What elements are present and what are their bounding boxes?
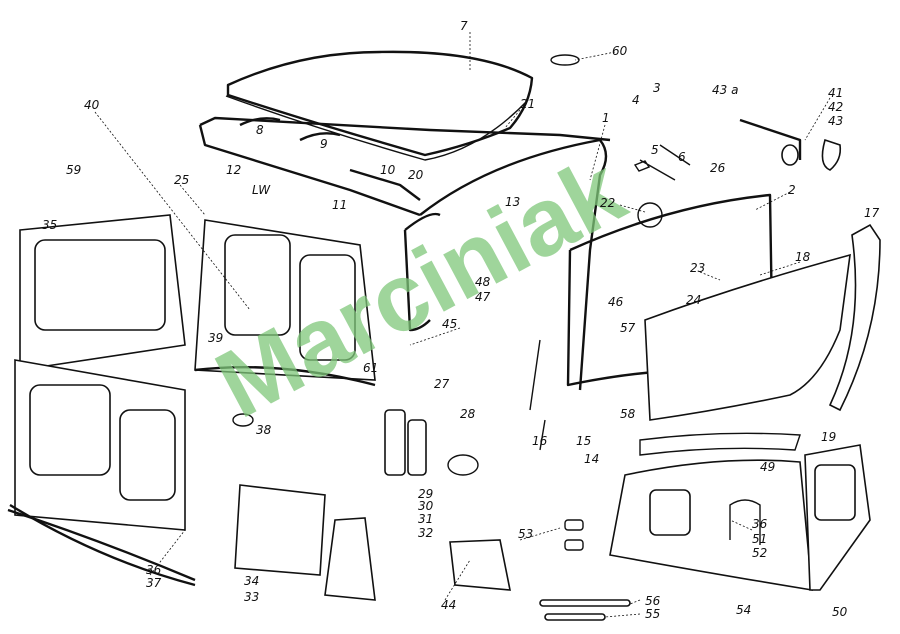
part-number-label: 56 <box>645 594 661 608</box>
part-number-label: 18 <box>795 250 811 264</box>
part-number-label: 13 <box>505 195 520 209</box>
part-number-label: 5 <box>651 143 659 157</box>
part-number-label: 61 <box>363 361 378 375</box>
part-number-label: 25 <box>174 173 189 187</box>
part-number-label: 16 <box>532 434 548 448</box>
part-number-label: 30 <box>418 499 434 513</box>
part-number-label: 46 <box>608 295 624 309</box>
part-number-label: 23 <box>690 261 705 275</box>
part-number-label: 36 <box>752 517 768 531</box>
part-number-label: 6 <box>678 150 686 164</box>
part-number-label: 21 <box>520 97 535 111</box>
seal-strip-56 <box>539 599 631 607</box>
part-number-label: 34 <box>244 574 259 588</box>
glass-pane-44 <box>449 539 511 591</box>
part-number-label: 2 <box>788 183 796 197</box>
part-number-label: 47 <box>475 290 491 304</box>
part-number-label: 45 <box>442 317 457 331</box>
roof-frame <box>198 116 611 217</box>
part-number-label: 36 <box>146 563 162 577</box>
glass-pane-34 <box>234 484 326 576</box>
part-number-label: 7 <box>460 19 468 33</box>
part-number-label: 39 <box>208 331 223 345</box>
part-number-label: 33 <box>244 590 259 604</box>
part-number-label: 53 <box>518 527 533 541</box>
part-number-label: 27 <box>434 377 450 391</box>
part-number-label: 43 a <box>712 83 738 97</box>
part-number-label: 22 <box>600 196 615 210</box>
part-number-label: 29 <box>418 487 433 501</box>
part-number-label: 41 <box>828 86 843 100</box>
part-number-label: 35 <box>42 218 57 232</box>
windscreen-glass <box>644 223 881 421</box>
part-number-label: 11 <box>332 198 347 212</box>
part-number-label: 37 <box>146 576 162 590</box>
roof-panel <box>225 50 534 161</box>
part-number-label: 19 <box>821 430 836 444</box>
part-number-label: 40 <box>84 98 100 112</box>
mirror <box>739 118 842 171</box>
part-number-label: 24 <box>686 293 701 307</box>
part-number-label: 32 <box>418 526 433 540</box>
part-number-label: LW <box>252 183 271 197</box>
door-hinge <box>384 409 427 476</box>
part-number-label: 26 <box>710 161 726 175</box>
part-number-label: 43 <box>828 114 843 128</box>
part-number-label: 55 <box>645 607 660 621</box>
part-number-label: 12 <box>226 163 241 177</box>
part-number-label: 20 <box>408 168 424 182</box>
part-number-label: 28 <box>460 407 476 421</box>
part-number-label: 1 <box>602 111 610 125</box>
lower-front-panel <box>609 432 871 591</box>
part-number-label: 48 <box>475 275 491 289</box>
part-number-label: 9 <box>320 137 328 151</box>
part-number-label: 8 <box>256 123 264 137</box>
side-door-panel <box>194 219 376 387</box>
part-number-label: 52 <box>752 546 767 560</box>
part-number-label: 14 <box>584 452 599 466</box>
part-number-label: 42 <box>828 100 843 114</box>
part-number-label: 17 <box>864 206 880 220</box>
part-number-label: 51 <box>752 532 767 546</box>
glass-pane-33 <box>324 517 376 601</box>
part-number-label: 54 <box>736 603 751 617</box>
part-number-label: 59 <box>66 163 81 177</box>
leader-lines <box>94 32 831 618</box>
part-number-label: 3 <box>653 81 661 95</box>
part-number-label: 4 <box>632 93 640 107</box>
part-number-label: 60 <box>612 44 628 58</box>
part-number-label: 10 <box>380 163 396 177</box>
small-parts <box>232 54 691 551</box>
part-number-label: 58 <box>620 407 636 421</box>
rear-panel <box>7 214 196 587</box>
part-number-label: 15 <box>576 434 591 448</box>
part-number-label: 50 <box>832 605 848 619</box>
part-number-label: 44 <box>441 598 456 612</box>
part-number-label: 31 <box>418 512 433 526</box>
part-number-label: 49 <box>760 460 775 474</box>
part-number-label: 38 <box>256 423 272 437</box>
seal-strip-55 <box>544 613 606 621</box>
part-number-label: 57 <box>620 321 636 335</box>
